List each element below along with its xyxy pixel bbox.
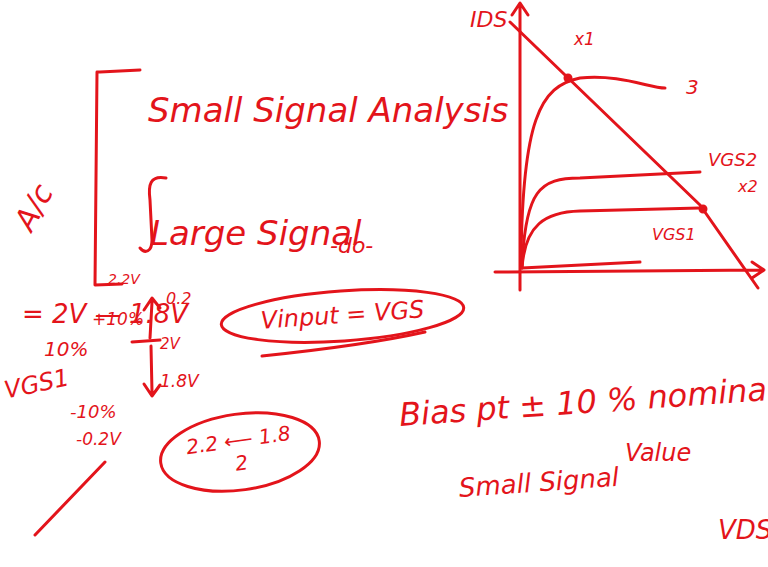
curve-low bbox=[522, 262, 640, 268]
curve-label: VGS1 bbox=[652, 226, 696, 244]
ellipse-outline bbox=[155, 403, 324, 501]
circled-note: 2.2 ⟵ 1.82 bbox=[152, 400, 328, 504]
heading-text: Small Signal Analysis bbox=[148, 92, 509, 129]
note-text: 2 bbox=[234, 451, 250, 476]
percent-text: 10% bbox=[44, 338, 88, 360]
q-point bbox=[565, 75, 571, 81]
tick-line bbox=[132, 340, 160, 342]
ellipse-outline bbox=[220, 283, 466, 350]
value-text: -0.2V bbox=[76, 430, 121, 449]
value-text: 0.2 bbox=[166, 290, 191, 308]
load-line bbox=[510, 22, 758, 288]
point-label: x2 bbox=[738, 178, 758, 196]
circled-note: Vinput = VGS bbox=[216, 279, 468, 352]
axis-label: IDS bbox=[470, 8, 507, 32]
curve-vgs2 bbox=[522, 172, 700, 268]
point-label: x1 bbox=[574, 30, 595, 49]
note-text: Value bbox=[625, 440, 691, 466]
signal-name: VGS1 bbox=[2, 364, 72, 403]
side-note: A/c bbox=[8, 178, 59, 235]
x-axis bbox=[495, 262, 764, 278]
diagonal-stroke bbox=[35, 462, 105, 535]
value-text: 2.2V bbox=[108, 272, 140, 287]
note-text: Small Signal bbox=[458, 463, 620, 503]
percent-text: +10% bbox=[92, 310, 144, 329]
curve-label: VGS2 bbox=[708, 150, 757, 170]
q-point bbox=[700, 206, 706, 212]
value-text: 1.8V bbox=[160, 372, 199, 391]
curve-label: 3 bbox=[686, 76, 699, 98]
percent-text: -10% bbox=[70, 402, 117, 422]
value-text: 2V bbox=[160, 336, 180, 353]
axis-label: VDS bbox=[718, 516, 768, 545]
down-arrow bbox=[144, 346, 160, 396]
ditto-mark: -do- bbox=[330, 234, 373, 258]
curve-vgs1 bbox=[522, 208, 700, 268]
note-text: Bias pt ± 10 % nominal bbox=[398, 372, 768, 433]
heading-text: Large Signal bbox=[150, 215, 362, 252]
note-text: Vinput = VGS bbox=[260, 297, 425, 336]
curve-3 bbox=[521, 77, 665, 265]
bracket bbox=[95, 70, 140, 285]
